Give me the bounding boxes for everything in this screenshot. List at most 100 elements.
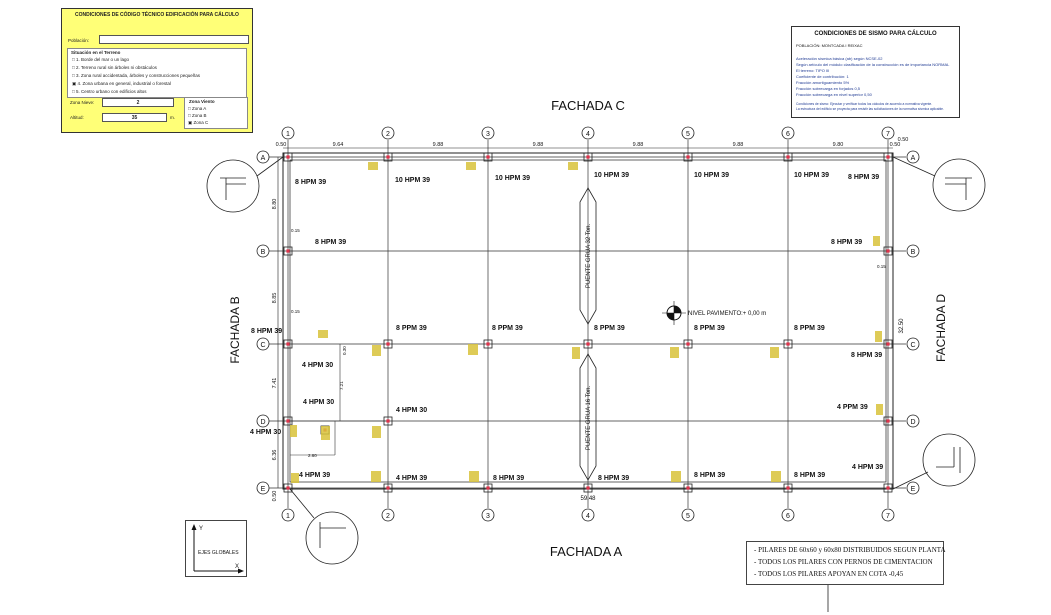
beam-label: 8 HPM 39 — [315, 239, 346, 246]
column-bubbles-bottom: 1 2 3 4 5 6 7 — [281, 508, 895, 522]
pier-annotation — [466, 162, 476, 170]
column-bubble — [281, 126, 295, 140]
pier-annotation — [671, 471, 681, 482]
column-bubble-label: 6 — [786, 513, 790, 520]
seismic-line: Según artículo del módulo clasificación … — [796, 62, 950, 67]
situacion-item[interactable]: □ 2. Terreno rural sin árboles ni obstác… — [72, 65, 157, 70]
beam-label: 8 HPM 39 — [831, 239, 862, 246]
beam-labels: 8 HPM 39 10 HPM 39 10 HPM 39 10 HPM 39 1… — [250, 172, 883, 482]
row-bubbles-left: A B C D E — [256, 150, 270, 495]
situacion-item[interactable]: □ 1. Borde del mar o un lago — [72, 57, 130, 62]
crane-16-outline — [579, 353, 597, 481]
altitud-unit: m. — [170, 115, 175, 120]
column-bubble — [281, 508, 295, 522]
column-grid-lines — [287, 140, 889, 508]
beam-label: 10 HPM 39 — [395, 177, 430, 184]
beam-label: 4 HPM 30 — [396, 407, 427, 414]
seismic-line: Coeficiente de contribución: 1 — [796, 74, 849, 79]
fachada-b-label: FACHADA B — [228, 296, 242, 363]
row-bubble-label: B — [261, 249, 266, 256]
beam-label: 4 HPM 30 — [303, 399, 334, 406]
note-line: - TODOS LOS PILARES CON PERNOS DE CIMENT… — [754, 558, 933, 566]
seismic-subtitle: POBLACIÓN: MONTCADA I REIXAC — [796, 43, 863, 48]
beam-label: 8 HPM 39 — [694, 472, 725, 479]
fachada-d-label: FACHADA D — [934, 294, 948, 362]
beam-label: 8 PPM 39 — [794, 325, 825, 332]
beam-label: 8 HPM 39 — [493, 475, 524, 482]
fachada-c-label: FACHADA C — [551, 98, 625, 113]
axis-y-label: Y — [199, 526, 203, 532]
beam-label: 10 HPM 39 — [594, 172, 629, 179]
poblacion-field[interactable] — [99, 35, 249, 44]
zona-viento-option[interactable]: □ Zona A — [188, 106, 207, 111]
seismic-line: Aceleración sísmica básica (ab) según NC… — [796, 56, 883, 61]
row-bubble — [256, 244, 270, 258]
beam-label: 10 HPM 39 — [694, 172, 729, 179]
column-bubble — [581, 126, 595, 140]
seismic-note: La estructura del edificio se proyecta p… — [796, 107, 944, 111]
pier-annotation — [770, 347, 779, 358]
global-axes-legend: Y X EJES GLOBALES — [185, 520, 247, 577]
beam-label: 8 HPM 39 — [848, 174, 879, 181]
note-line: - TODOS LOS PILARES APOYAN EN COTA -0,45 — [754, 570, 904, 578]
situacion-item[interactable]: □ 5. Centro urbano con edificios altos — [72, 89, 147, 94]
crane-beams — [579, 187, 597, 481]
beam-label: 4 HPM 39 — [852, 464, 883, 471]
partition-lines — [288, 344, 388, 456]
zona-nieve-field[interactable]: 2 — [102, 98, 174, 107]
situacion-panel — [67, 48, 247, 98]
beam-label: 8 HPM 39 — [295, 179, 326, 186]
wind-panel-title: CONDICIONES DE CÓDIGO TÉCNICO EDIFICACIÓ… — [75, 12, 239, 18]
pier-annotation — [873, 236, 880, 246]
crane-16-label: PUENTE GRUA 16 Ton. — [586, 386, 592, 451]
column-bubble-label: 7 — [886, 131, 890, 138]
beam-label: 4 HPM 30 — [302, 362, 333, 369]
dim-minor: 2.60 — [308, 453, 317, 458]
pier-annotation — [321, 426, 330, 440]
pier-annotation — [371, 471, 381, 482]
zona-viento-option-selected[interactable]: ▣ Zona C — [188, 120, 209, 125]
beam-label: 8 PPM 39 — [396, 325, 427, 332]
column-bubble-label: 2 — [386, 513, 390, 520]
dim-minor: 0.15 — [291, 228, 300, 233]
situacion-item-selected[interactable]: ▣ 4. Zona urbana en general, industrial … — [72, 81, 171, 86]
dim-corner: 0.50 — [898, 137, 909, 143]
column-bubble — [581, 508, 595, 522]
dim-left: 6.36 — [272, 450, 278, 461]
dim-top: 9.80 — [833, 142, 844, 148]
row-bubble — [256, 481, 270, 495]
beam-label: 8 HPM 39 — [598, 475, 629, 482]
pier-annotation — [670, 347, 679, 358]
altitud-field[interactable]: 35 — [102, 113, 167, 122]
left-dimensions: 8.80 8.85 7.41 6.36 0.50 0.50 — [272, 137, 908, 501]
column-bubble-label: 7 — [886, 513, 890, 520]
pier-annotation — [875, 331, 882, 342]
situacion-item[interactable]: □ 3. Zona rural accidentada, árboles y c… — [72, 73, 201, 78]
beam-label: 8 HPM 39 — [794, 472, 825, 479]
pier-annotation — [469, 471, 479, 482]
row-bubble — [906, 337, 920, 351]
dim-top: 9.88 — [433, 142, 444, 148]
column-bubble — [381, 126, 395, 140]
dim-top: 9.88 — [633, 142, 644, 148]
row-bubble-label: E — [911, 486, 916, 493]
beam-label: 4 HPM 39 — [396, 475, 427, 482]
crane-32-outline — [579, 187, 597, 325]
column-bubble-label: 4 — [586, 131, 590, 138]
pier-annotation — [318, 330, 328, 338]
axis-x-label: X — [235, 564, 239, 570]
column-bubble — [481, 126, 495, 140]
column-bubble-label: 6 — [786, 131, 790, 138]
row-bubble — [256, 150, 270, 164]
level-marker — [662, 301, 686, 325]
general-notes: - PILARES DE 60x60 y 60x80 DISTRIBUIDOS … — [746, 541, 946, 585]
top-dimensions: 9.64 9.88 9.88 9.88 9.88 9.80 0.50 0.50 — [276, 142, 901, 148]
row-bubble-label: D — [260, 419, 265, 426]
poblacion-label: Población: — [68, 38, 90, 43]
column-bubble — [381, 508, 395, 522]
pier-annotation — [290, 425, 297, 437]
beam-label: 10 HPM 39 — [495, 175, 530, 182]
row-bubble — [256, 414, 270, 428]
wind-conditions-panel: CONDICIONES DE CÓDIGO TÉCNICO EDIFICACIÓ… — [61, 8, 253, 133]
zona-viento-option[interactable]: □ Zona B — [188, 113, 207, 118]
